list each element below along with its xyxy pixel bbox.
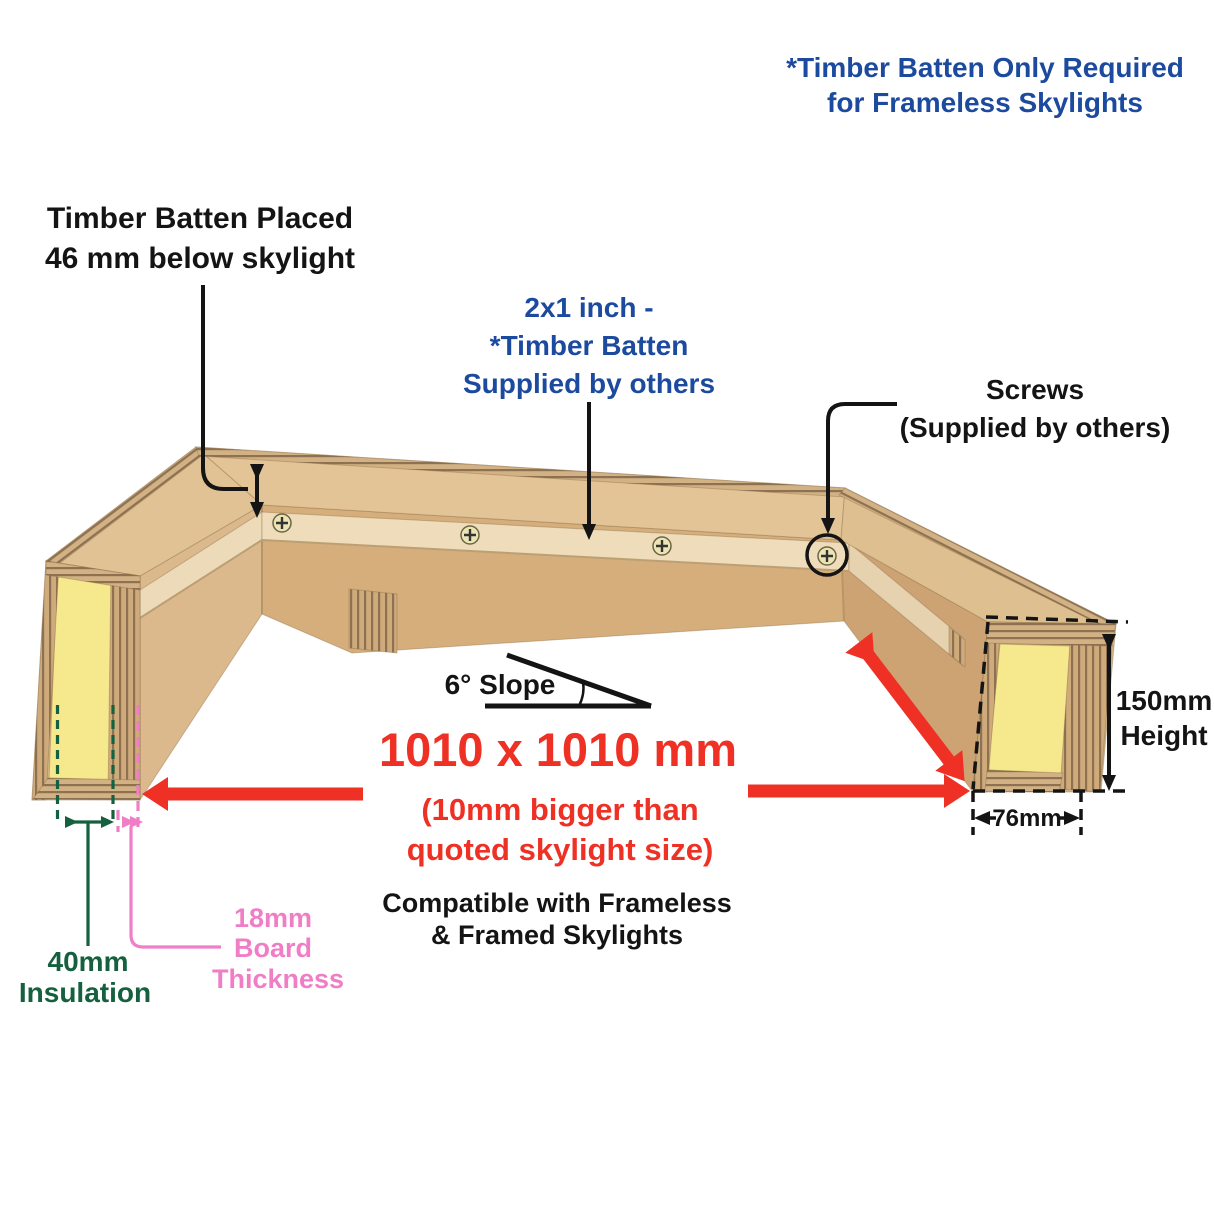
red-arrow-diagonal [845,632,965,782]
slope-wedge [485,652,652,709]
screw [652,536,672,556]
label-size-sub1: (10mm bigger than [421,792,698,827]
dim-150mm [971,615,1130,793]
label-insulation-line1: 40mm [48,946,129,977]
screw [272,513,292,533]
label-timber-batten-line1: 2x1 inch - [524,292,653,323]
label-screws-line2: (Supplied by others) [900,412,1171,443]
left-cross-section [31,560,141,801]
note-frameless-line1: *Timber Batten Only Required [786,52,1184,83]
label-batten-placed-line2: 46 mm below skylight [45,242,355,275]
leader-batten-placed [201,285,248,491]
label-compatibility: Compatible with Frameless & Framed Skyli… [382,888,732,950]
screw-callout-circle [805,533,849,577]
top-faces [44,446,1117,630]
label-timber-batten-line3: Supplied by others [463,368,715,399]
black-annotations [201,285,1130,835]
dim-board [116,705,221,949]
label-screws-line1: Screws [986,374,1084,405]
label-timber-batten: 2x1 inch - *Timber Batten Supplied by ot… [463,292,715,399]
label-batten-placed-line1: Timber Batten Placed [47,202,353,235]
label-timber-batten-line2: *Timber Batten [490,330,689,361]
label-insulation: 40mm Insulation [19,946,151,1008]
screw [460,525,480,545]
label-board-thickness: 18mm Board Thickness [212,903,344,994]
label-board-line3: Thickness [212,964,344,994]
label-compatibility-line1: Compatible with Frameless [382,888,732,918]
label-board-line2: Board [234,933,312,963]
leader-screws [821,402,897,534]
insulation-panel-right [987,643,1071,775]
label-batten-placed: Timber Batten Placed 46 mm below skyligh… [45,202,355,275]
right-cross-section [972,621,1117,793]
labels: *Timber Batten Only Required for Framele… [19,52,1212,1008]
label-screws: Screws (Supplied by others) [900,374,1171,443]
note-frameless: *Timber Batten Only Required for Framele… [786,52,1184,118]
label-slope: 6° Slope [445,669,556,700]
ply-end-grain-patch [348,588,398,654]
label-height-line1: 150mm [1116,685,1213,716]
label-size-sub2: quoted skylight size) [407,832,714,867]
screws [272,513,837,566]
label-board-line1: 18mm [234,903,312,933]
label-size: 1010 x 1010 mm (10mm bigger than quoted … [379,723,737,867]
label-height: 150mm Height [1116,685,1213,751]
dim-insulation [55,705,115,946]
leader-board [129,826,221,949]
note-frameless-line2: for Frameless Skylights [827,87,1143,118]
label-height-line2: Height [1120,720,1207,751]
label-compatibility-line2: & Framed Skylights [431,920,683,950]
label-size-main: 1010 x 1010 mm [379,723,737,776]
label-insulation-line2: Insulation [19,977,151,1008]
dim-76mm [971,791,1083,835]
red-dimension-arrows [142,632,970,811]
screw [817,546,837,566]
label-width: 76mm [992,805,1061,832]
